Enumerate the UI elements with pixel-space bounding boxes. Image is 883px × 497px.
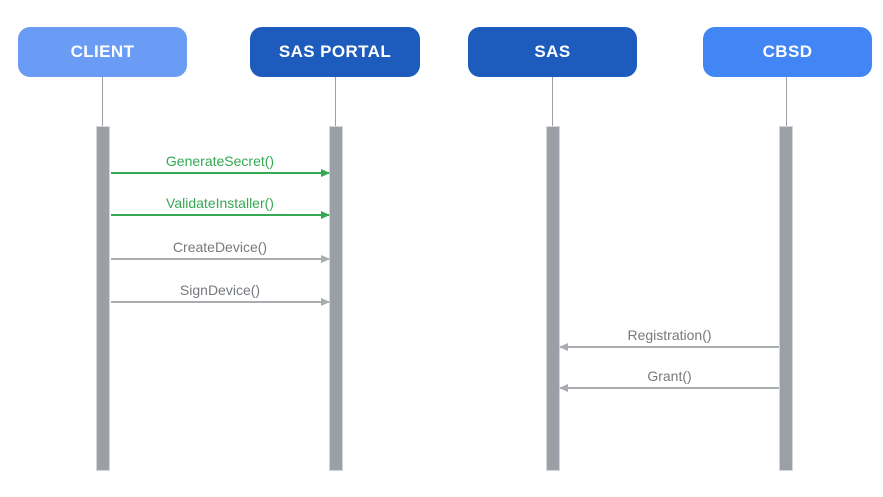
message-line xyxy=(111,214,329,216)
message-label: CreateDevice() xyxy=(172,239,268,255)
actor-box-client: CLIENT xyxy=(18,27,187,77)
actor-label-client: CLIENT xyxy=(70,42,135,61)
activation-bar-client xyxy=(96,126,110,471)
arrow-right-icon xyxy=(321,210,330,219)
actor-label-sas: SAS xyxy=(534,42,571,61)
arrow-left-icon xyxy=(559,342,568,351)
actor-label-cbsd: CBSD xyxy=(762,42,813,61)
message-registration: Registration() xyxy=(559,327,779,351)
message-validate-installer: ValidateInstaller() xyxy=(111,195,330,219)
activation-bar-sas xyxy=(546,126,560,471)
message-line xyxy=(111,301,329,303)
lifeline-client xyxy=(102,77,103,126)
lifeline-sas-portal xyxy=(335,77,336,126)
message-generate-secret: GenerateSecret() xyxy=(111,153,330,177)
message-label: Grant() xyxy=(647,368,692,384)
message-label: ValidateInstaller() xyxy=(166,195,274,211)
message-sign-device: SignDevice() xyxy=(111,282,330,306)
actor-box-sas: SAS xyxy=(468,27,637,77)
message-create-device: CreateDevice() xyxy=(111,239,330,263)
message-label: SignDevice() xyxy=(179,282,261,298)
message-line xyxy=(111,258,329,260)
message-label: Registration() xyxy=(627,327,712,343)
message-line xyxy=(560,387,779,389)
arrow-left-icon xyxy=(559,383,568,392)
message-line xyxy=(560,346,779,348)
message-grant: Grant() xyxy=(559,368,779,392)
arrow-right-icon xyxy=(321,254,330,263)
arrow-right-icon xyxy=(321,168,330,177)
lifeline-cbsd xyxy=(786,77,787,126)
arrow-right-icon xyxy=(321,297,330,306)
actor-box-sas-portal: SAS PORTAL xyxy=(250,27,420,77)
message-line xyxy=(111,172,329,174)
message-label: GenerateSecret() xyxy=(165,153,275,169)
activation-bar-cbsd xyxy=(779,126,793,471)
lifeline-sas xyxy=(552,77,553,126)
activation-bar-sas-portal xyxy=(329,126,343,471)
actor-box-cbsd: CBSD xyxy=(703,27,872,77)
actor-label-sas-portal: SAS PORTAL xyxy=(278,42,392,61)
